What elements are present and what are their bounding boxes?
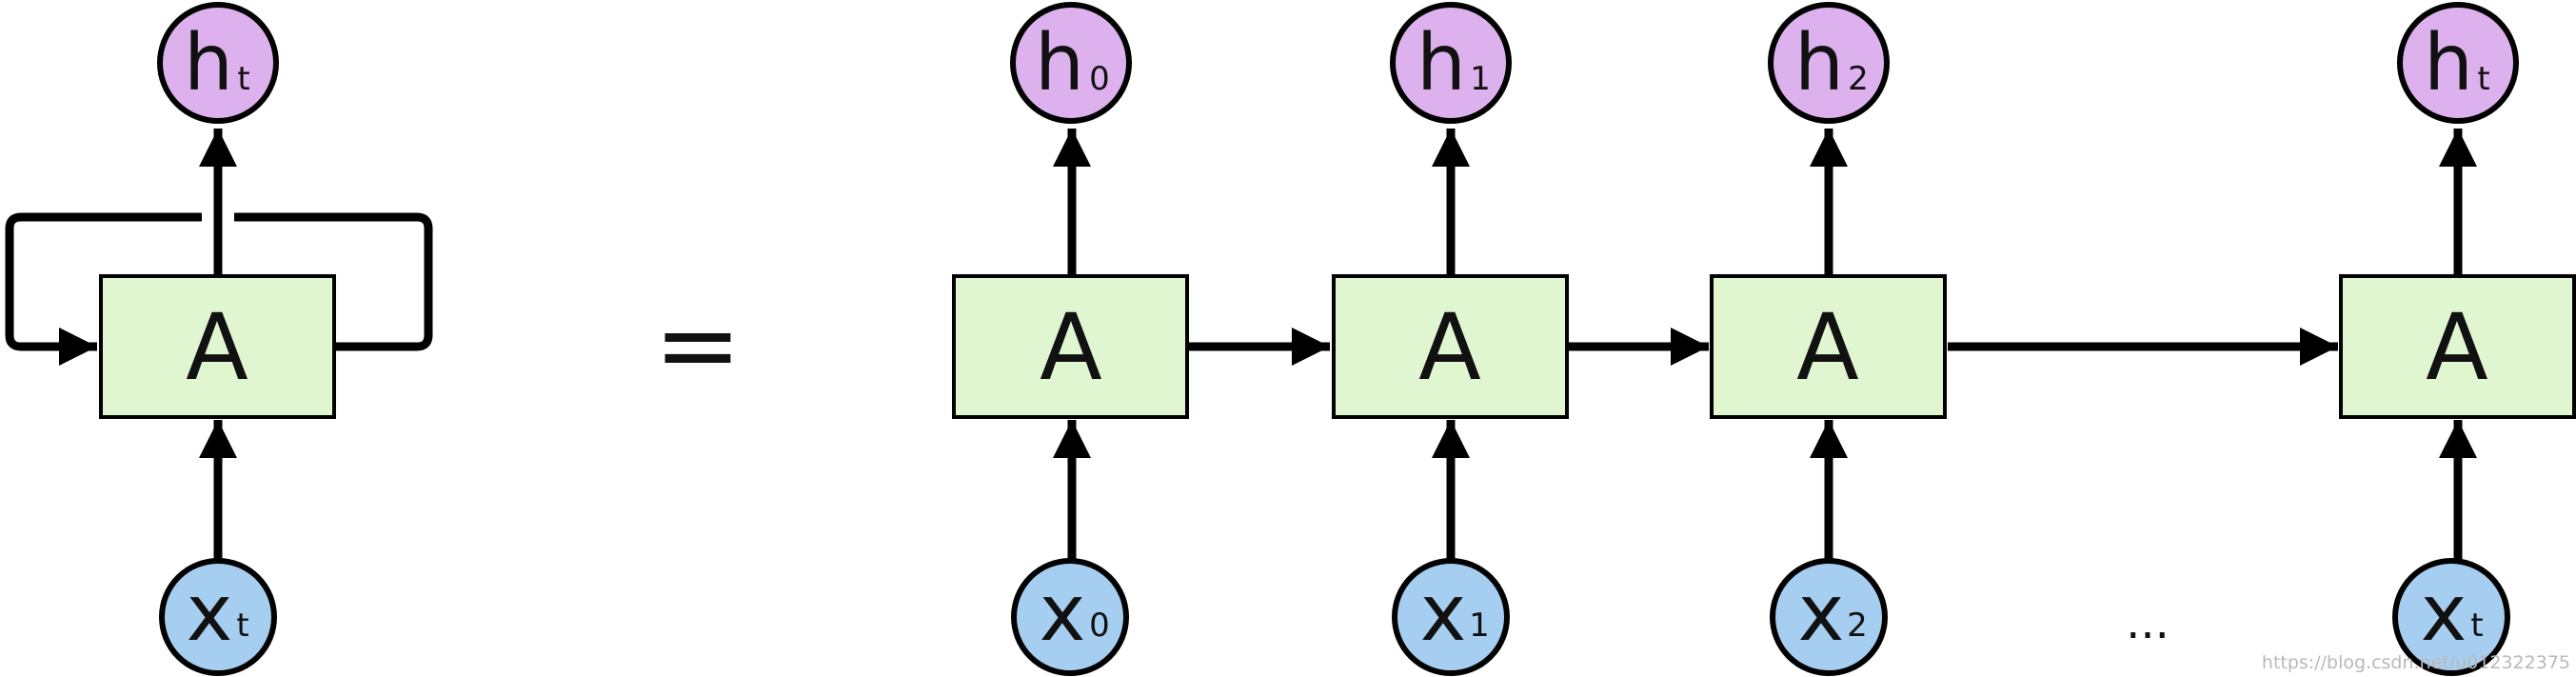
output-label: h [1035, 18, 1084, 109]
input-node [1011, 558, 1129, 676]
output-subscript: 1 [1470, 60, 1491, 98]
rolled-input-label: x [187, 568, 233, 659]
output-node [1010, 2, 1132, 124]
input-subscript: t [2470, 607, 2483, 645]
cell-box [1710, 274, 1947, 419]
input-label: x [1798, 568, 1845, 659]
rolled-output-subscript: t [237, 60, 249, 98]
cell-box [1332, 274, 1569, 419]
rolled-output-node [157, 2, 279, 124]
recurrent-loop-left [5, 212, 202, 366]
input-subscript: 0 [1089, 607, 1110, 645]
equals-sign: = [654, 284, 742, 406]
output-label: h [2424, 18, 2473, 109]
cell-label: A [2426, 294, 2488, 401]
output-subscript: t [2477, 60, 2489, 98]
recurrent-loop-right [234, 212, 433, 351]
rolled-input-node [159, 558, 277, 676]
timestep-2: A h 2 x 2 [1710, 2, 1947, 676]
output-node [1390, 2, 1512, 124]
cell-label: A [1418, 294, 1481, 401]
input-node [1770, 558, 1888, 676]
input-subscript: 1 [1469, 607, 1490, 645]
ellipsis: ... [2126, 596, 2170, 649]
rolled-cell-label: A [186, 294, 248, 401]
output-label: h [1417, 18, 1466, 109]
input-label: x [2421, 568, 2467, 659]
output-node [2397, 2, 2519, 124]
cell-label: A [1040, 294, 1102, 401]
output-node [1768, 2, 1890, 124]
input-subscript: 2 [1847, 607, 1868, 645]
cell-label: A [1796, 294, 1859, 401]
input-node [1392, 558, 1510, 676]
input-node [2392, 558, 2510, 676]
cell-box [952, 274, 1189, 419]
rolled-cell-box [99, 274, 336, 419]
timestep-0: A h 0 x 0 [952, 2, 1189, 676]
watermark: https://blog.csdn.net/u012322375 [2261, 652, 2570, 673]
rolled-input-subscript: t [236, 607, 248, 645]
input-label: x [1420, 568, 1467, 659]
timestep-t: A h t x t [2339, 2, 2576, 676]
rolled-output-label: h [184, 18, 233, 109]
cell-box [2339, 274, 2576, 419]
input-label: x [1040, 568, 1086, 659]
timestep-1: A h 1 x 1 [1332, 2, 1569, 676]
output-subscript: 2 [1848, 60, 1869, 98]
output-label: h [1794, 18, 1844, 109]
output-subscript: 0 [1089, 60, 1110, 98]
